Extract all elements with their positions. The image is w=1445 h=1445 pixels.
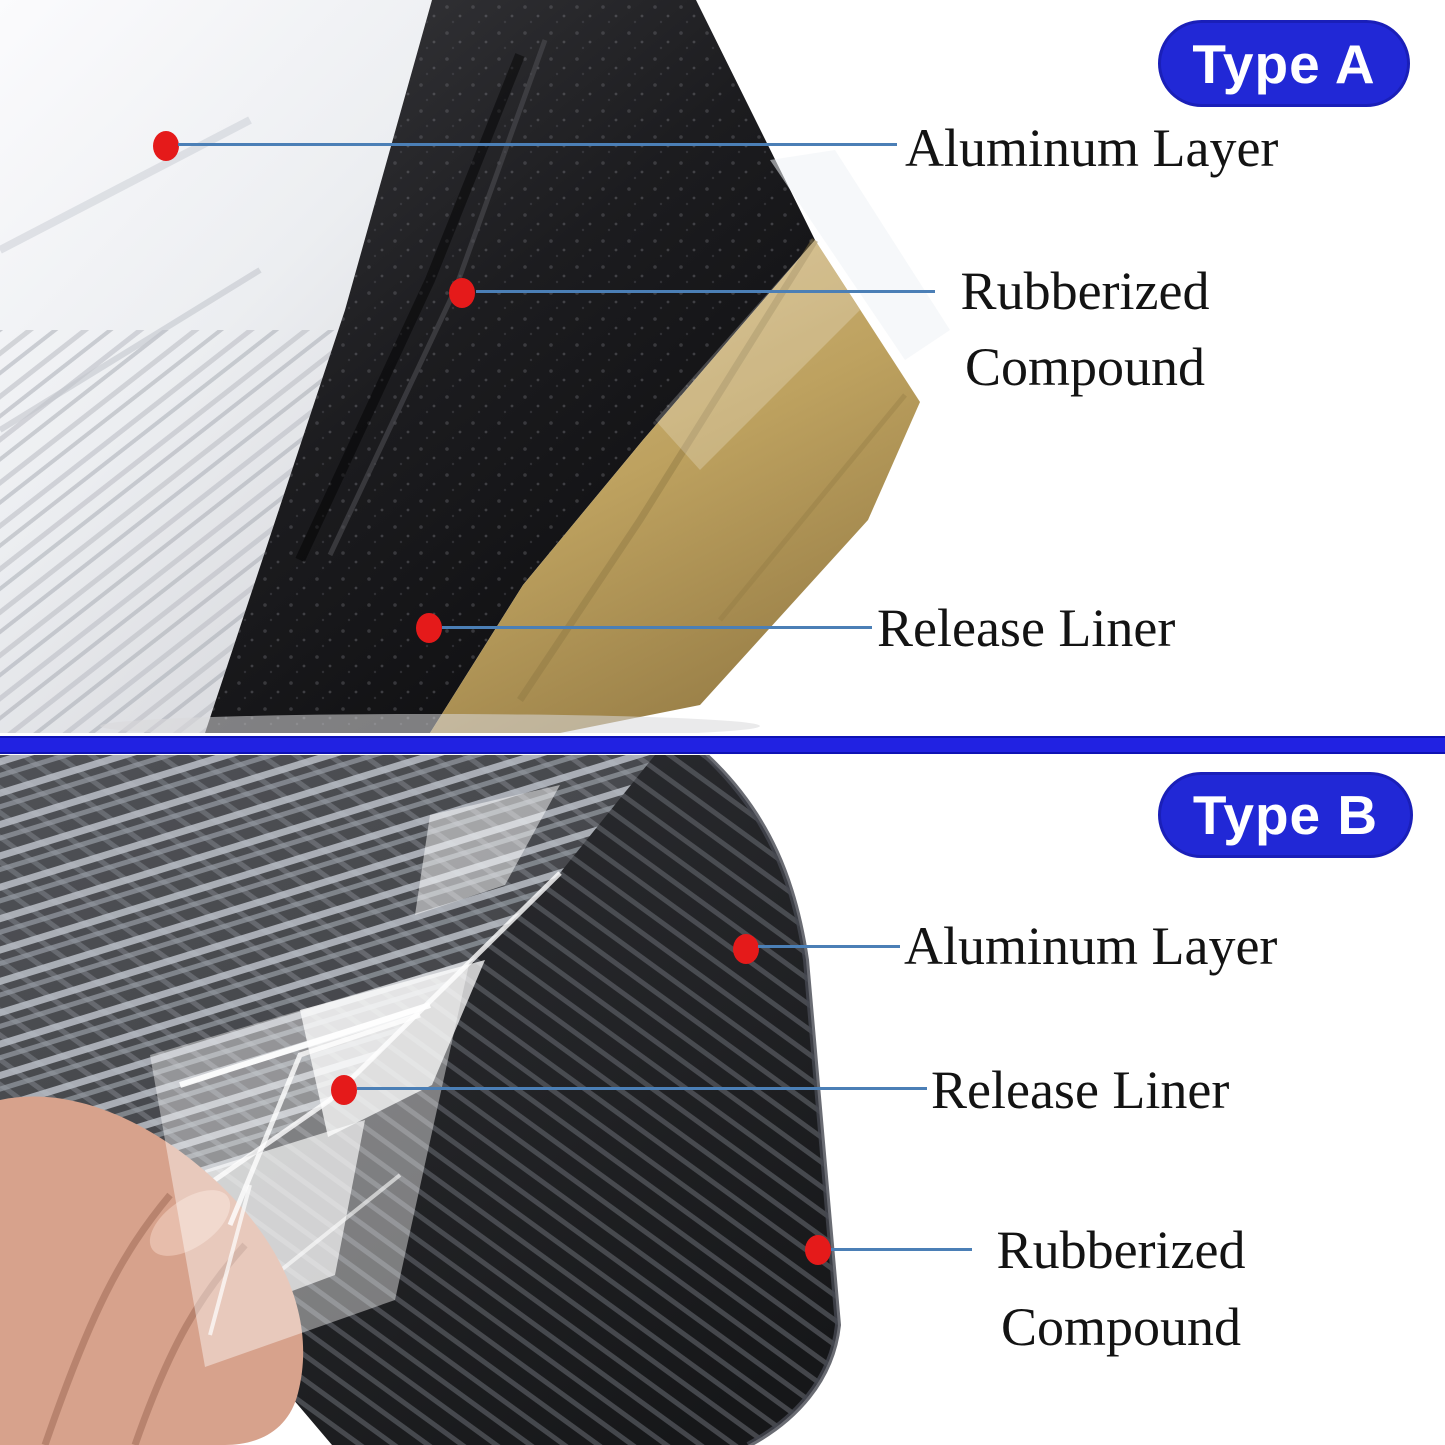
label-release-liner-b: Release Liner bbox=[931, 1060, 1230, 1120]
callout-dot-aluminum-b bbox=[733, 934, 759, 964]
leader-line-aluminum-b bbox=[758, 945, 900, 948]
callout-dot-rubberized-b bbox=[805, 1235, 831, 1265]
photo-type-b-material bbox=[0, 755, 842, 1445]
photo-type-a-material bbox=[0, 0, 920, 733]
type-a-badge: Type A bbox=[1158, 20, 1410, 107]
leader-line-release-b bbox=[357, 1087, 927, 1090]
leader-line-rubberized-b bbox=[831, 1248, 972, 1251]
section-divider-bar bbox=[0, 736, 1445, 754]
callout-dot-release-b bbox=[331, 1075, 357, 1105]
callout-dot-release-a bbox=[416, 613, 442, 643]
label-aluminum-layer-b: Aluminum Layer bbox=[904, 916, 1278, 976]
label-aluminum-layer-a: Aluminum Layer bbox=[905, 118, 1279, 178]
label-rubberized-line1-b: Rubberized bbox=[996, 1220, 1246, 1280]
callout-dot-rubberized-a bbox=[449, 278, 475, 308]
leader-line-release-a bbox=[442, 626, 872, 629]
type-b-badge: Type B bbox=[1158, 772, 1413, 858]
leader-line-rubberized-a bbox=[476, 290, 935, 293]
label-rubberized-compound-b: Rubberized Compound bbox=[921, 1212, 1321, 1366]
label-release-liner-a: Release Liner bbox=[877, 598, 1176, 658]
label-rubberized-line1-a: Rubberized bbox=[960, 261, 1210, 321]
label-rubberized-compound-a: Rubberized Compound bbox=[885, 253, 1285, 405]
callout-dot-aluminum-a bbox=[153, 131, 179, 161]
label-rubberized-line2-b: Compound bbox=[1000, 1297, 1242, 1357]
leader-line-aluminum-a bbox=[178, 143, 897, 146]
label-rubberized-line2-a: Compound bbox=[964, 337, 1206, 397]
